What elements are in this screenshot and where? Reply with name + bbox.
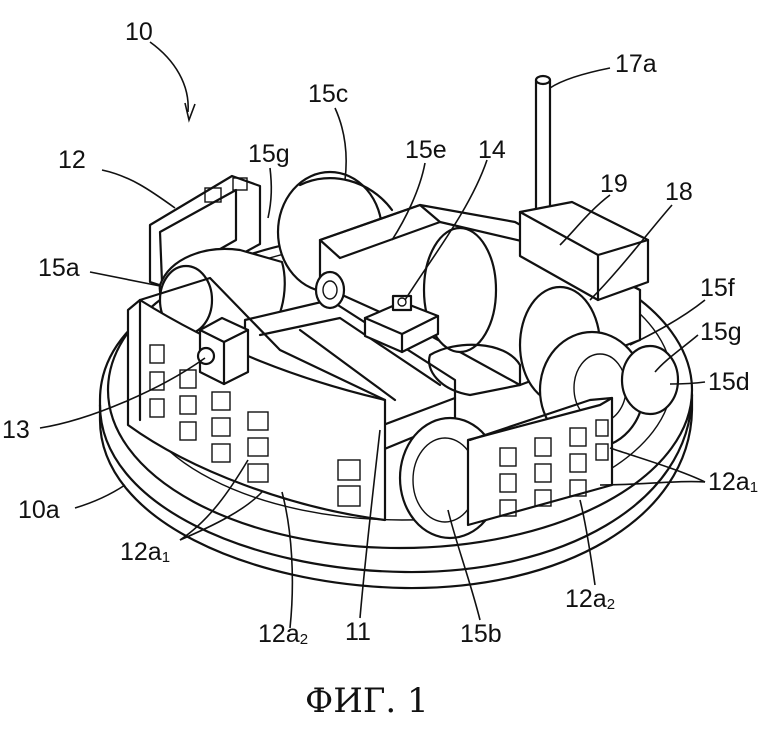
label-15e: 15e: [405, 136, 447, 164]
sensor-windows-right: [499, 419, 609, 517]
label-15d: 15d: [708, 368, 750, 396]
label-15b: 15b: [460, 620, 502, 648]
bumper-sensor-13: [196, 316, 250, 386]
label-12a1-right: 12a1: [708, 468, 758, 496]
figure-caption: ФИГ. 1: [305, 681, 429, 721]
leader-lines: [39, 41, 706, 629]
label-15c: 15c: [308, 80, 348, 108]
label-15g-left: 15g: [248, 140, 290, 168]
label-11: 11: [345, 618, 371, 646]
label-18: 18: [665, 178, 693, 206]
label-14: 14: [478, 136, 506, 164]
reference-labels: 10 12 15g 15c 15e 14 17a 19 18 15f 15g 1…: [2, 18, 758, 648]
sensor-14: [363, 294, 440, 354]
front-bumper-right: [466, 396, 614, 527]
label-13: 13: [2, 416, 30, 444]
label-15a: 15a: [38, 254, 80, 282]
label-10a: 10a: [18, 496, 60, 524]
antenna-17a: [534, 74, 552, 212]
label-17a: 17a: [615, 50, 657, 78]
label-12a2-right: 12a2: [565, 585, 615, 613]
label-10: 10: [125, 18, 153, 46]
sensor-windows-left: [149, 344, 361, 507]
label-12a2-left: 12a2: [258, 620, 308, 648]
motor-15a: [158, 247, 286, 342]
label-15f: 15f: [700, 274, 735, 302]
label-15g-right: 15g: [700, 318, 742, 346]
label-19: 19: [600, 170, 628, 198]
label-12a1-left: 12a1: [120, 538, 170, 566]
label-12: 12: [58, 146, 86, 174]
module-18-19: [518, 200, 650, 302]
